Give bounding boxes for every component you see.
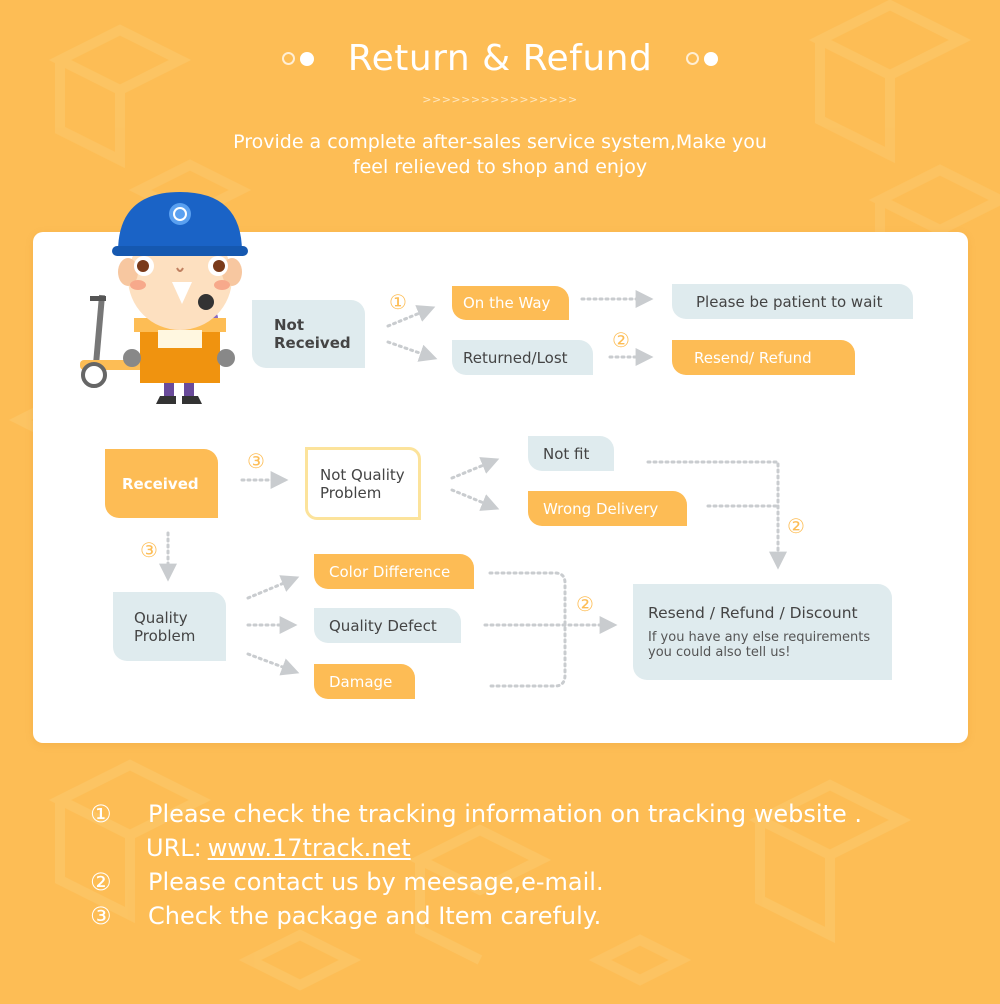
label-returned-lost: Returned/Lost xyxy=(463,349,568,367)
box-quality-defect: Quality Defect xyxy=(314,608,461,643)
note-3-number: ③ xyxy=(90,902,148,930)
label-resend-refund-discount: Resend / Refund / Discount xyxy=(648,604,858,622)
label-resend-refund: Resend/ Refund xyxy=(694,349,812,367)
label-received: Received xyxy=(122,475,199,493)
box-received: Received xyxy=(105,449,218,518)
label-quality-defect: Quality Defect xyxy=(329,617,437,635)
tracking-url-link[interactable]: www.17track.net xyxy=(208,834,411,862)
marker-2-quality: ② xyxy=(576,594,594,614)
label-damage: Damage xyxy=(329,673,392,691)
box-on-the-way: On the Way xyxy=(452,286,569,320)
box-quality-problem: Quality Problem xyxy=(113,592,226,661)
box-returned-lost: Returned/Lost xyxy=(452,340,593,375)
marker-1-not-received: ① xyxy=(389,292,407,312)
box-resend-refund-discount: Resend / Refund / Discount If you have a… xyxy=(633,584,892,680)
note-2: ② Please contact us by meesage,e-mail. xyxy=(90,865,862,899)
box-patient-wait: Please be patient to wait xyxy=(672,284,913,319)
box-not-quality-problem: Not Quality Problem xyxy=(305,447,421,520)
note-3: ③ Check the package and Item carefuly. xyxy=(90,899,862,933)
note-2-text: Please contact us by meesage,e-mail. xyxy=(148,868,604,896)
box-resend-refund: Resend/ Refund xyxy=(672,340,855,375)
box-wrong-delivery: Wrong Delivery xyxy=(528,491,687,526)
note-1-url-row: URL: www.17track.net xyxy=(90,831,862,865)
note-1: ① Please check the tracking information … xyxy=(90,797,862,831)
label-wrong-delivery: Wrong Delivery xyxy=(543,500,658,518)
marker-3-quality: ③ xyxy=(140,540,158,560)
note-1-text: Please check the tracking information on… xyxy=(148,800,862,828)
marker-2-returned: ② xyxy=(612,330,630,350)
marker-3-received: ③ xyxy=(247,451,265,471)
label-requirements: If you have any else requirements you co… xyxy=(648,630,878,660)
box-damage: Damage xyxy=(314,664,415,699)
marker-2-not-quality: ② xyxy=(787,516,805,536)
note-1-url-label: URL: xyxy=(146,834,202,862)
label-not-quality-problem: Not Quality Problem xyxy=(320,466,416,502)
note-2-number: ② xyxy=(90,868,148,896)
label-not-received: Not Received xyxy=(274,316,354,352)
label-color-difference: Color Difference xyxy=(329,563,450,581)
label-on-the-way: On the Way xyxy=(463,294,550,312)
label-quality-problem: Quality Problem xyxy=(134,609,214,645)
label-patient-wait: Please be patient to wait xyxy=(696,293,882,311)
note-3-text: Check the package and Item carefuly. xyxy=(148,902,601,930)
label-not-fit: Not fit xyxy=(543,445,589,463)
box-color-difference: Color Difference xyxy=(314,554,474,589)
notes-list: ① Please check the tracking information … xyxy=(90,797,862,933)
note-1-number: ① xyxy=(90,800,148,828)
box-not-fit: Not fit xyxy=(528,436,614,471)
delivery-mascot-illustration xyxy=(72,190,272,415)
